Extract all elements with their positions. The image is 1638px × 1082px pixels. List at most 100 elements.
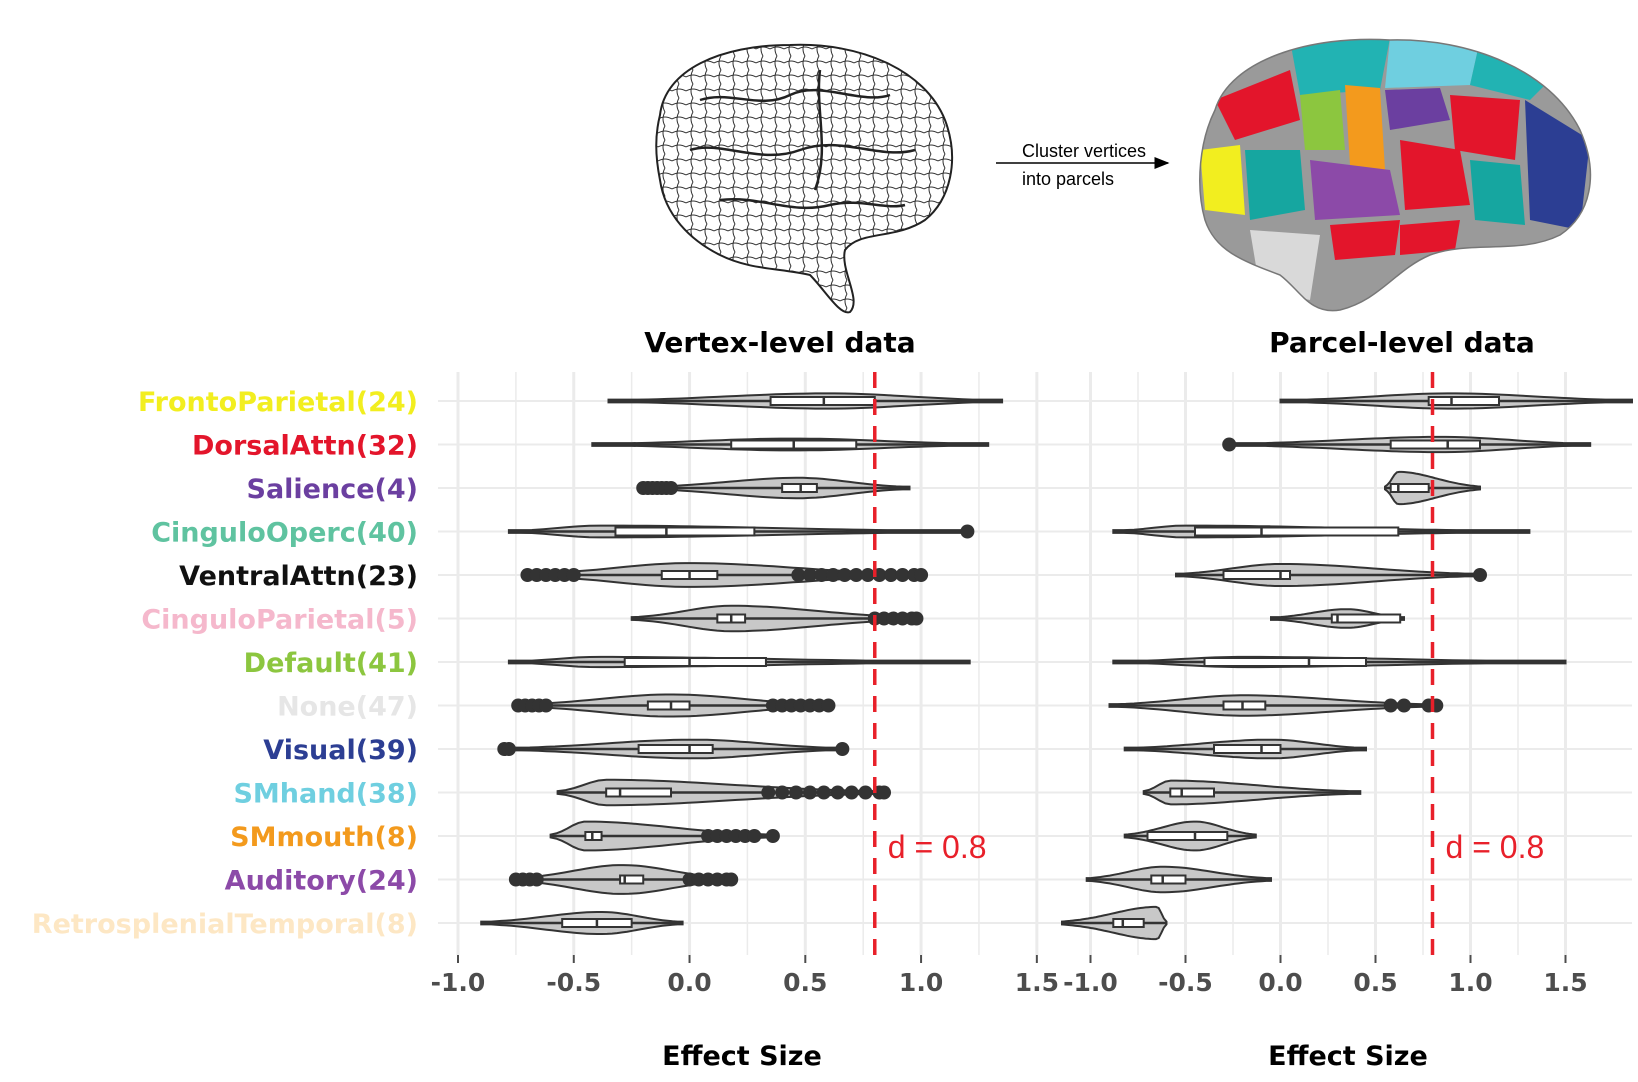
row-label: FrontoParietal(24) bbox=[138, 387, 418, 418]
outlier-point bbox=[1397, 698, 1411, 713]
violin-0-8 bbox=[497, 738, 850, 760]
right-panel-title: Parcel-level data bbox=[1269, 326, 1535, 359]
outlier-point bbox=[960, 524, 975, 539]
outlier-point bbox=[849, 568, 864, 582]
violin-0-10 bbox=[549, 820, 780, 852]
violin-box bbox=[1146, 831, 1229, 841]
violin-1-4 bbox=[1175, 563, 1487, 587]
x-tick-label: 0.5 bbox=[1353, 968, 1397, 997]
violin-0-12 bbox=[480, 911, 684, 935]
outlier-point bbox=[860, 568, 875, 582]
reference-label: d = 0.8 bbox=[1446, 829, 1545, 865]
violin-box bbox=[1222, 700, 1267, 711]
outlier-point bbox=[1473, 568, 1487, 582]
row-label: RetrosplenialTemporal(8) bbox=[32, 909, 418, 940]
outlier-point bbox=[826, 568, 841, 582]
row-label: DorsalAttn(32) bbox=[192, 431, 418, 462]
violin-box bbox=[1194, 526, 1400, 537]
outlier-point bbox=[1222, 437, 1237, 452]
row-label: Visual(39) bbox=[263, 735, 418, 766]
arrow-label-line1: Cluster vertices bbox=[1022, 141, 1146, 161]
violin-box bbox=[619, 874, 645, 885]
outlier-point bbox=[909, 611, 924, 626]
parcellated-brain-icon bbox=[1199, 38, 1592, 312]
outlier-point bbox=[765, 829, 780, 843]
cluster-arrow: Cluster vertices into parcels bbox=[996, 141, 1170, 189]
outlier-point bbox=[789, 785, 804, 800]
outlier-point bbox=[761, 785, 776, 800]
outlier-point bbox=[821, 698, 836, 713]
row-label: Default(41) bbox=[244, 648, 418, 679]
outlier-point bbox=[1383, 698, 1398, 713]
violin-0-7 bbox=[511, 693, 836, 718]
violin-box bbox=[646, 700, 691, 711]
row-label: VentralAttn(23) bbox=[179, 561, 418, 592]
violin-1-5 bbox=[1270, 608, 1405, 629]
x-tick-label: 0.0 bbox=[667, 968, 711, 997]
row-label: SMmouth(8) bbox=[230, 822, 418, 853]
outlier-point bbox=[858, 785, 873, 800]
violin-1-6 bbox=[1112, 655, 1567, 669]
violin-box bbox=[605, 787, 673, 798]
outlier-point bbox=[664, 481, 679, 495]
x-tick-label: 0.0 bbox=[1258, 968, 1302, 997]
violin-box bbox=[1169, 787, 1216, 798]
violin-1-1 bbox=[1222, 435, 1592, 454]
outlier-point bbox=[802, 785, 817, 800]
left-x-axis-label: Effect Size bbox=[662, 1041, 822, 1072]
outlier-point bbox=[830, 785, 845, 800]
x-tick-label: 1.0 bbox=[899, 968, 943, 997]
violin-1-11 bbox=[1085, 865, 1272, 894]
outlier-point bbox=[816, 785, 831, 800]
violin-0-5 bbox=[630, 604, 924, 633]
violin-1-12 bbox=[1061, 905, 1168, 941]
outlier-point bbox=[747, 829, 762, 843]
outlier-point bbox=[501, 742, 516, 756]
violin-0-2 bbox=[636, 476, 911, 500]
outlier-point bbox=[914, 568, 929, 582]
violin-1-3 bbox=[1112, 524, 1531, 539]
outlier-point bbox=[883, 568, 898, 582]
x-tick-label: -1.0 bbox=[431, 968, 486, 997]
violin-box bbox=[614, 526, 756, 537]
violin-box bbox=[1213, 744, 1282, 754]
x-tick-label: 1.5 bbox=[1015, 968, 1059, 997]
violin-box bbox=[1389, 439, 1481, 450]
wireframe-brain-icon bbox=[655, 43, 953, 314]
row-labels: FrontoParietal(24) DorsalAttn(32) Salience… bbox=[32, 387, 418, 940]
outlier-point bbox=[791, 568, 806, 582]
x-tick-label: 0.5 bbox=[783, 968, 827, 997]
violin-box bbox=[1389, 483, 1430, 493]
outlier-point bbox=[566, 568, 581, 582]
outlier-point bbox=[835, 742, 850, 756]
violin-box bbox=[1203, 657, 1367, 667]
violin-box bbox=[623, 657, 767, 667]
row-label: SMhand(38) bbox=[233, 779, 418, 810]
outlier-point bbox=[538, 698, 553, 713]
violin-0-1 bbox=[591, 437, 990, 452]
outlier-point bbox=[802, 568, 817, 582]
outlier-point bbox=[895, 568, 910, 582]
x-tick-label: -1.0 bbox=[1063, 968, 1118, 997]
violin-0-3 bbox=[507, 524, 975, 539]
violin-1-10 bbox=[1123, 820, 1257, 852]
violin-0-9 bbox=[556, 778, 892, 807]
violin-box bbox=[637, 744, 714, 754]
x-tick-label: 1.5 bbox=[1543, 968, 1587, 997]
violin-box bbox=[1222, 570, 1291, 580]
row-label: None(47) bbox=[277, 692, 418, 723]
row-label: CinguloParietal(5) bbox=[141, 605, 418, 636]
violin-0-11 bbox=[508, 864, 739, 895]
violin-1-7 bbox=[1108, 694, 1444, 717]
row-label: Salience(4) bbox=[247, 474, 419, 505]
outlier-point bbox=[529, 872, 544, 887]
violin-0-4 bbox=[520, 562, 929, 588]
row-label: Auditory(24) bbox=[225, 866, 418, 897]
arrow-label-line2: into parcels bbox=[1022, 169, 1114, 189]
x-tick-label: -0.5 bbox=[546, 968, 601, 997]
outlier-point bbox=[724, 872, 739, 887]
violin-box bbox=[1427, 396, 1500, 406]
